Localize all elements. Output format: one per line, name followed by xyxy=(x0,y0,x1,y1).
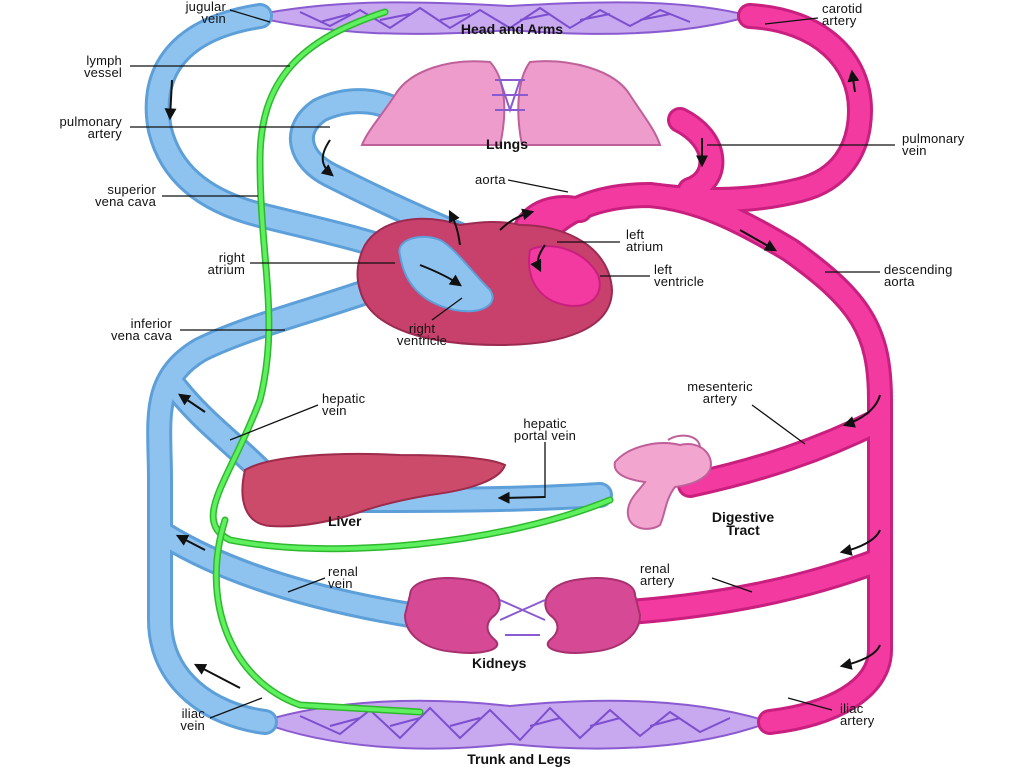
label-mesenteric-artery: mesenteric artery xyxy=(687,379,753,406)
leader-line xyxy=(229,404,319,441)
organ-title-digestive-tract: Digestive Tract xyxy=(711,509,775,538)
flow-arrow xyxy=(839,529,881,556)
flow-arrow xyxy=(448,209,461,246)
flow-arrow xyxy=(497,491,546,504)
heart-organ xyxy=(356,217,614,347)
flow-arrow xyxy=(499,208,535,231)
lungs-organ xyxy=(360,60,662,146)
label-lymph-vessel: lymph vessel xyxy=(83,53,122,80)
organ-title-head-and-arms: Head and Arms xyxy=(460,21,564,37)
organ-title-liver: Liver xyxy=(328,513,362,529)
label-right-ventricle: right ventricle xyxy=(396,321,448,348)
leader-line xyxy=(751,404,806,445)
organ-title-trunk-and-legs: Trunk and Legs xyxy=(467,751,571,767)
kidneys-organ xyxy=(403,577,642,654)
flow-arrow xyxy=(178,393,206,413)
label-pulmonary-artery: pulmonary artery xyxy=(59,114,122,141)
flow-arrow xyxy=(842,394,881,428)
organ-title-lungs: Lungs xyxy=(486,136,528,152)
label-superior-vena-cava: superior vena cava xyxy=(94,182,156,209)
flow-arrow xyxy=(530,244,546,273)
organ-title-kidneys: Kidneys xyxy=(472,655,527,671)
lymph-vessel-path xyxy=(209,8,614,716)
leader-line xyxy=(787,697,833,711)
flow-arrows xyxy=(164,69,881,689)
leader-line xyxy=(287,577,326,593)
label-descending-aorta: descending aorta xyxy=(884,262,953,289)
label-iliac-artery: iliac artery xyxy=(840,701,875,728)
label-right-atrium: right atrium xyxy=(207,250,245,277)
flow-arrow xyxy=(193,663,241,689)
label-hepatic-portal-vein: hepatic portal vein xyxy=(513,416,577,443)
leader-line xyxy=(507,179,569,193)
label-aorta: aorta xyxy=(475,172,506,187)
leader-line xyxy=(711,577,753,593)
venous-system xyxy=(144,3,613,735)
leader-line xyxy=(431,297,463,321)
label-iliac-vein: iliac vein xyxy=(180,706,205,733)
liver-organ xyxy=(241,452,507,528)
label-carotid-artery: carotid artery xyxy=(822,1,863,28)
flow-arrow xyxy=(164,79,177,121)
label-jugular-vein: jugular vein xyxy=(185,0,226,26)
leader-lines xyxy=(130,9,895,719)
flow-arrow xyxy=(175,534,206,551)
flow-arrow xyxy=(847,69,860,93)
label-left-atrium: left atrium xyxy=(626,227,664,254)
flow-arrow xyxy=(839,644,881,670)
label-left-ventricle: left ventricle xyxy=(654,262,705,289)
label-renal-artery: renal artery xyxy=(640,561,675,588)
leader-line xyxy=(764,17,819,25)
flow-arrow xyxy=(419,264,462,287)
label-pulmonary-vein: pulmonary vein xyxy=(902,131,965,158)
label-hepatic-vein: hepatic vein xyxy=(322,391,366,418)
leader-line xyxy=(229,9,271,23)
label-renal-vein: renal vein xyxy=(328,564,358,591)
label-inferior-vena-cava: inferior vena cava xyxy=(110,316,172,343)
flow-arrow xyxy=(739,229,778,252)
leader-line xyxy=(209,697,263,719)
digestive-tract-organ xyxy=(613,434,712,530)
flow-arrow xyxy=(320,139,334,177)
